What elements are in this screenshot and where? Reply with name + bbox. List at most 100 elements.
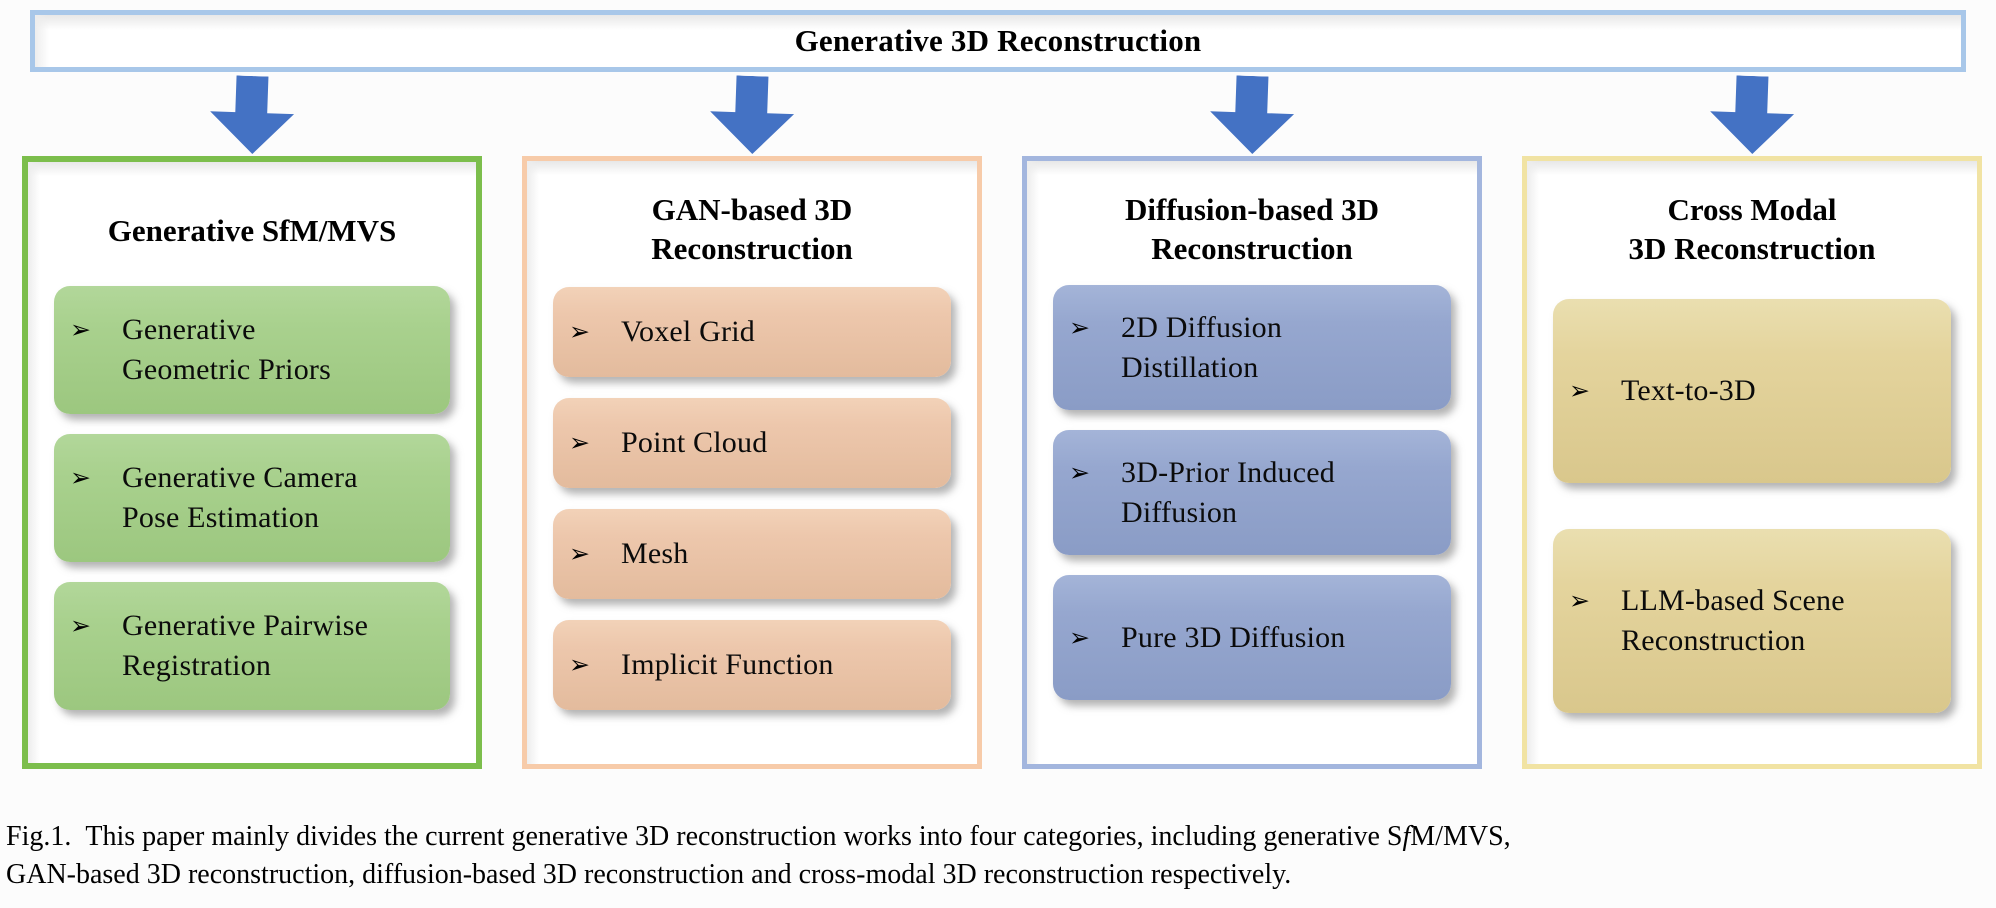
item-text-line: 2D Diffusion (1121, 310, 1283, 344)
list-item: ➢ Generative Geometric Priors (54, 286, 450, 414)
item-text-line: Pure 3D Diffusion (1121, 620, 1346, 654)
list-item-content: ➢ Mesh (569, 534, 688, 574)
category-diffusion-based-3d: Diffusion-based 3D Reconstruction ➢ 2D D… (1022, 76, 1482, 769)
item-text-line: Reconstruction (1621, 624, 1806, 657)
list-item-content: ➢ Generative Pairwise Registration (70, 606, 368, 686)
category-title-line: Diffusion-based 3D (1124, 192, 1380, 228)
arrowhead-bullet-icon: ➢ (70, 611, 91, 640)
arrowhead-bullet-icon: ➢ (569, 317, 590, 346)
arrowhead-bullet-icon: ➢ (569, 539, 590, 568)
category-title-line: 3D Reconstruction (1628, 231, 1876, 266)
list-item-content: ➢ Generative Geometric Priors (70, 310, 331, 390)
category-box: Generative SfM/MVS ➢ Generative Geometri… (22, 156, 482, 769)
caption-line: GAN-based 3D reconstruction, diffusion-b… (6, 859, 1292, 890)
item-text: Text-to-3D (1621, 371, 1756, 411)
list-item: ➢ Generative Camera Pose Estimation (54, 434, 450, 562)
list-item: ➢ Generative Pairwise Registration (54, 582, 450, 710)
item-list: ➢ Voxel Grid ➢ Point Cloud (553, 287, 951, 710)
arrowhead-bullet-icon: ➢ (1069, 312, 1090, 342)
item-list: ➢ Text-to-3D ➢ LLM-based Scene Reconstru… (1553, 299, 1951, 713)
arrowhead-bullet-icon: ➢ (70, 463, 91, 492)
item-text-line: Text-to-3D (1621, 374, 1756, 407)
caption-line: Fig.1. This paper mainly divides the curr… (6, 818, 1990, 856)
caption-italic-f: f (1402, 821, 1411, 852)
item-list: ➢ 2D Diffusion Distillation ➢ 3D-Prior I… (1053, 285, 1451, 700)
root-node-box: Generative 3D Reconstruction (30, 10, 1966, 72)
item-text: LLM-based Scene Reconstruction (1621, 581, 1845, 661)
item-text-line: Geometric Priors (122, 353, 331, 386)
list-item: ➢ Pure 3D Diffusion (1053, 575, 1451, 700)
category-title: Generative SfM/MVS (54, 190, 450, 272)
list-item-content: ➢ Text-to-3D (1569, 371, 1756, 411)
category-generative-sfm-mvs: Generative SfM/MVS ➢ Generative Geometri… (22, 76, 482, 769)
item-text-line: Point Cloud (621, 426, 768, 459)
item-text-line: Registration (122, 649, 272, 682)
item-text-line: Generative Pairwise (122, 609, 369, 642)
list-item: ➢ LLM-based Scene Reconstruction (1553, 529, 1951, 713)
item-text-line: Pose Estimation (122, 501, 320, 534)
item-text: Implicit Function (621, 645, 834, 685)
list-item-content: ➢ Implicit Function (569, 645, 834, 685)
caption-label: Fig.1. (6, 821, 72, 852)
item-text-line: Generative (122, 313, 256, 346)
list-item-content: ➢ 2D Diffusion Distillation (1069, 308, 1282, 388)
figure-caption: Fig.1. This paper mainly divides the curr… (6, 818, 1990, 894)
category-box: Diffusion-based 3D Reconstruction ➢ 2D D… (1022, 156, 1482, 769)
arrowhead-bullet-icon: ➢ (1569, 376, 1590, 405)
arrow-down-icon (1709, 75, 1796, 156)
list-item-content: ➢ Point Cloud (569, 423, 767, 463)
item-text-line: Generative Camera (122, 461, 358, 494)
categories-row: Generative SfM/MVS ➢ Generative Geometri… (0, 72, 1996, 769)
category-box: GAN-based 3D Reconstruction ➢ Voxel Grid (522, 156, 982, 769)
list-item-content: ➢ Generative Camera Pose Estimation (70, 458, 358, 538)
item-text-line: 3D-Prior Induced (1121, 455, 1335, 489)
category-title: Diffusion-based 3D Reconstruction (1053, 189, 1451, 271)
category-title: Cross Modal 3D Reconstruction (1553, 189, 1951, 271)
list-item-content: ➢ LLM-based Scene Reconstruction (1569, 581, 1845, 661)
category-title-line: Generative SfM/MVS (107, 212, 397, 248)
item-text: Generative Geometric Priors (122, 310, 331, 390)
caption-text: This paper mainly divides the current ge… (85, 821, 1403, 852)
list-item: ➢ Text-to-3D (1553, 299, 1951, 483)
list-item: ➢ Mesh (553, 509, 951, 599)
list-item: ➢ 2D Diffusion Distillation (1053, 285, 1451, 410)
item-text: Mesh (621, 534, 688, 574)
arrow-down-icon (209, 75, 296, 156)
list-item-content: ➢ Voxel Grid (569, 312, 755, 352)
arrowhead-bullet-icon: ➢ (1069, 622, 1090, 652)
arrowhead-bullet-icon: ➢ (569, 650, 590, 679)
list-item-content: ➢ Pure 3D Diffusion (1069, 618, 1346, 658)
item-text-line: Distillation (1121, 350, 1259, 384)
item-list: ➢ Generative Geometric Priors ➢ Generati… (54, 286, 450, 710)
category-title: GAN-based 3D Reconstruction (553, 189, 951, 271)
item-text-line: Implicit Function (621, 648, 834, 681)
category-cross-modal-3d: Cross Modal 3D Reconstruction ➢ Text-to-… (1522, 76, 1982, 769)
arrow-down-icon (709, 75, 796, 156)
item-text-line: Mesh (621, 537, 689, 570)
item-text: 2D Diffusion Distillation (1121, 308, 1282, 388)
list-item-content: ➢ 3D-Prior Induced Diffusion (1069, 453, 1335, 533)
arrowhead-bullet-icon: ➢ (1069, 457, 1090, 487)
list-item: ➢ Point Cloud (553, 398, 951, 488)
item-text: Voxel Grid (621, 312, 755, 352)
item-text-line: Voxel Grid (621, 315, 755, 348)
arrowhead-bullet-icon: ➢ (569, 428, 590, 457)
item-text-line: LLM-based Scene (1621, 584, 1845, 617)
category-title-line: GAN-based 3D (651, 192, 853, 228)
list-item: ➢ 3D-Prior Induced Diffusion (1053, 430, 1451, 555)
arrow-down-icon (1209, 75, 1296, 156)
item-text: 3D-Prior Induced Diffusion (1121, 453, 1335, 533)
list-item: ➢ Voxel Grid (553, 287, 951, 377)
category-title-line: Reconstruction (1151, 231, 1353, 266)
item-text: Point Cloud (621, 423, 767, 463)
item-text-line: Diffusion (1121, 495, 1238, 529)
item-text: Generative Camera Pose Estimation (122, 458, 358, 538)
category-title-line: Reconstruction (651, 231, 853, 266)
category-gan-based-3d: GAN-based 3D Reconstruction ➢ Voxel Grid (522, 76, 982, 769)
arrowhead-bullet-icon: ➢ (1569, 586, 1590, 615)
list-item: ➢ Implicit Function (553, 620, 951, 710)
item-text: Generative Pairwise Registration (122, 606, 368, 686)
root-node-title: Generative 3D Reconstruction (794, 23, 1202, 58)
item-text: Pure 3D Diffusion (1121, 618, 1346, 658)
